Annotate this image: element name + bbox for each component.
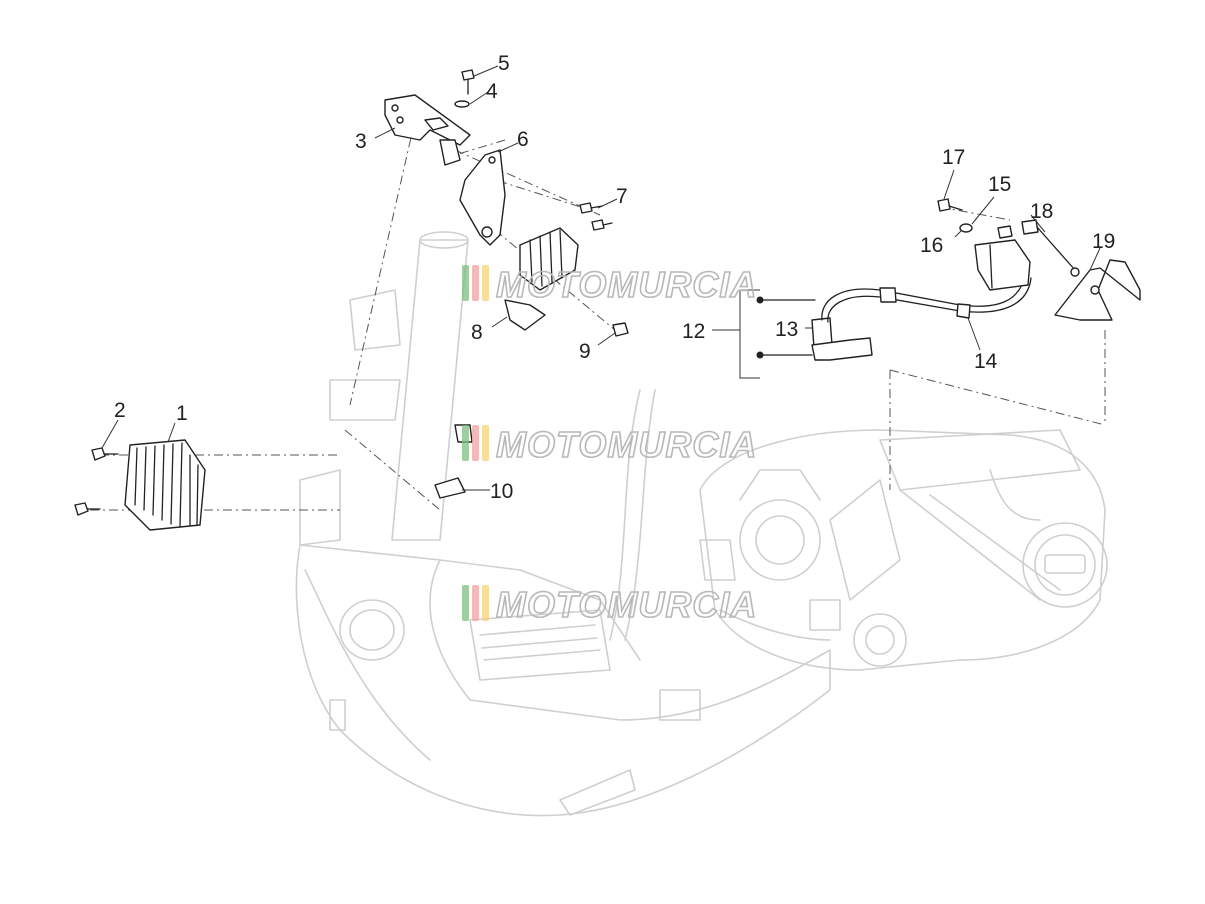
- washer-part-4: [454, 100, 470, 108]
- watermark-stripe-red: [472, 265, 479, 301]
- callout-15: 15: [988, 173, 1011, 196]
- watermark-middle: MOTOMURCIA: [462, 423, 757, 466]
- callout-8: 8: [471, 321, 483, 344]
- callout-1: 1: [176, 402, 188, 425]
- bullet-13-lower: [756, 351, 764, 359]
- regulator-bolt-lower: [74, 502, 101, 516]
- engine-ghost: [699, 429, 1108, 671]
- nut-part-9: [612, 322, 629, 337]
- bracket-plate-part-6: [459, 149, 506, 246]
- cdi-unit-part-8: [504, 227, 579, 331]
- screws-part-7: [579, 202, 613, 231]
- watermark-top: MOTOMURCIA: [462, 263, 757, 306]
- watermark-text: MOTOMURCIA: [496, 424, 757, 465]
- watermark-stripe-yellow: [482, 425, 489, 461]
- bullet-13-upper: [756, 296, 764, 304]
- callout-4: 4: [486, 80, 498, 103]
- watermark-bottom: MOTOMURCIA: [462, 583, 757, 626]
- callout-10: 10: [490, 480, 513, 503]
- callout-7: 7: [616, 185, 628, 208]
- callout-16: 16: [920, 234, 943, 257]
- callout-18: 18: [1030, 200, 1053, 223]
- callout-2: 2: [114, 399, 126, 422]
- bracket-part-3: [384, 94, 471, 166]
- callout-6: 6: [517, 128, 529, 151]
- screw-part-5: [461, 69, 475, 95]
- callout-5: 5: [498, 52, 510, 75]
- callout-labels: 1 2 3 4 5 6 7 8 9 10 12 13 14 15 16 17 1…: [114, 52, 1115, 503]
- watermark-stripe-green: [462, 585, 469, 621]
- coil-bracket-part-19: [1054, 259, 1141, 321]
- voltage-regulator-part: [124, 439, 206, 531]
- watermark-stripe-red: [472, 585, 479, 621]
- watermark-text: MOTOMURCIA: [496, 264, 757, 305]
- callout-17: 17: [942, 146, 965, 169]
- watermark-stripe-yellow: [482, 265, 489, 301]
- leader-lines: [101, 65, 1101, 491]
- callout-19: 19: [1092, 230, 1115, 253]
- callout-3: 3: [355, 130, 367, 153]
- watermark-stripe-green: [462, 425, 469, 461]
- callout-14: 14: [974, 350, 998, 373]
- watermark-text: MOTOMURCIA: [496, 584, 757, 625]
- callout-9: 9: [579, 340, 591, 363]
- ignition-coil-part-15: [974, 225, 1031, 291]
- regulator-bolt-2: [91, 447, 119, 461]
- callout-13: 13: [775, 318, 798, 341]
- suppressor-part-18: [1021, 219, 1080, 277]
- watermark-stripe-red: [472, 425, 479, 461]
- washer-part-16: [959, 223, 973, 233]
- watermark-stripe-green: [462, 265, 469, 301]
- screw-part-17: [937, 198, 963, 212]
- ht-lead-part-13: [759, 274, 1032, 361]
- callout-12-bracket: [739, 289, 760, 379]
- callout-12: 12: [682, 320, 705, 343]
- watermark-stripe-yellow: [482, 585, 489, 621]
- scooter-frame-ghost: [295, 231, 831, 817]
